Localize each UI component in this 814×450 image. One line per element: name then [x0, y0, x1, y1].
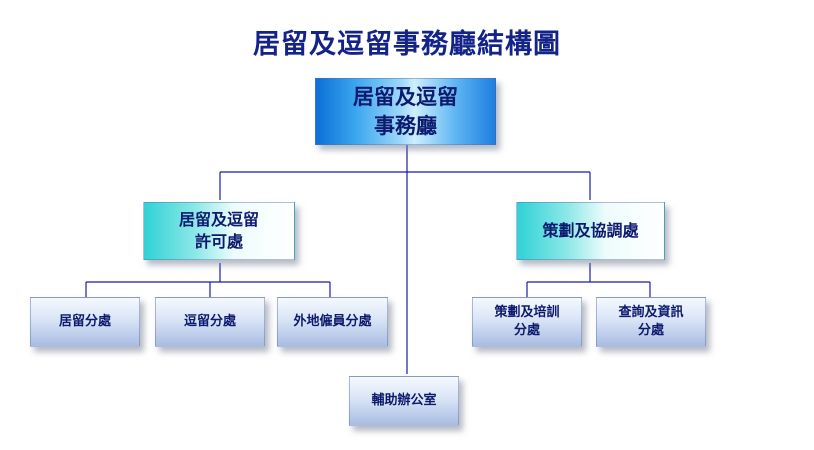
node-planning-division: 策劃及協調處 — [516, 202, 665, 260]
node-planning-training-subdivision-label: 策劃及培訓 分處 — [494, 305, 560, 338]
node-residence-subdivision-label: 居留分處 — [58, 314, 111, 330]
node-permit-division-label: 居留及逗留 許可處 — [178, 210, 259, 251]
node-foreign-workers-subdivision-label: 外地僱員分處 — [293, 314, 372, 330]
node-stay-subdivision: 逗留分處 — [155, 297, 265, 347]
node-support-office-label: 輔助辦公室 — [371, 393, 437, 409]
node-department-label: 居留及逗留 事務廳 — [353, 85, 458, 138]
node-foreign-workers-subdivision: 外地僱員分處 — [277, 297, 388, 347]
node-support-office: 輔助辦公室 — [349, 376, 459, 426]
node-inquiry-info-subdivision: 查詢及資訊 分處 — [596, 297, 706, 347]
node-planning-training-subdivision: 策劃及培訓 分處 — [472, 297, 582, 347]
node-stay-subdivision-label: 逗留分處 — [183, 314, 236, 330]
node-planning-division-label: 策劃及協調處 — [542, 221, 639, 241]
node-permit-division: 居留及逗留 許可處 — [143, 202, 295, 260]
chart-title: 居留及逗留事務廳結構圖 — [253, 29, 561, 60]
node-residence-subdivision: 居留分處 — [30, 297, 140, 347]
node-department: 居留及逗留 事務廳 — [315, 78, 496, 145]
node-inquiry-info-subdivision-label: 查詢及資訊 分處 — [618, 305, 684, 338]
